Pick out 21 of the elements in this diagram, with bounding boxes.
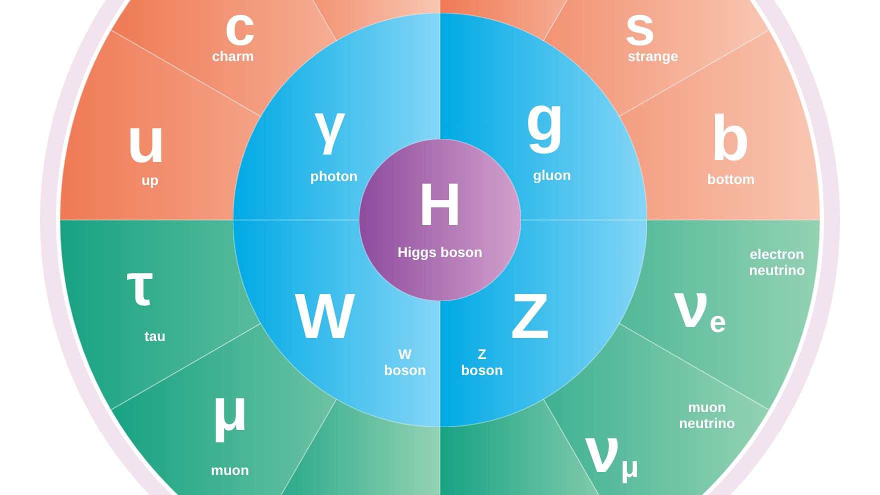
particle-name: strange: [626, 48, 680, 64]
particle-name: muon: [210, 462, 250, 478]
particle-symbol: μ: [212, 380, 248, 440]
particle-symbol: Z: [510, 284, 550, 348]
particle-symbol: ν$_{e}$: [674, 273, 726, 337]
particle-name: Higgs boson: [396, 244, 484, 260]
particle-name: electron neutrino: [748, 246, 806, 278]
particle-symbol: τ: [126, 255, 154, 315]
particle-name: up: [140, 172, 160, 188]
particle-name: muon neutrino: [678, 398, 736, 432]
particle-symbol: ν$_{μ}$: [585, 418, 639, 482]
particle-name: W boson: [383, 346, 427, 378]
particle-symbol: u: [126, 108, 166, 172]
particle-name: Z boson: [460, 346, 504, 378]
particle-symbol: H: [418, 175, 462, 235]
particle-name: bottom: [706, 170, 756, 188]
particle-name: tau: [144, 328, 166, 344]
particle-symbol: W: [294, 284, 356, 348]
particle-name: gluon: [532, 166, 572, 184]
particle-name: photon: [309, 168, 359, 184]
particle-symbol: b: [710, 106, 750, 170]
